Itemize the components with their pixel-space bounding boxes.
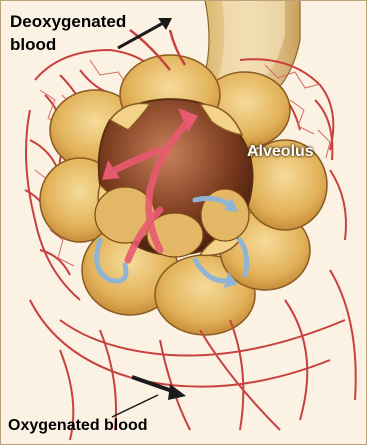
- deoxygenated-blood-label: Deoxygenated blood: [10, 10, 126, 56]
- alveolus-label: Alveolus: [247, 141, 314, 163]
- deoxygenated-label-line2: blood: [10, 33, 126, 56]
- deoxygenated-label-line1: Deoxygenated: [10, 10, 126, 33]
- oxygenated-blood-label: Oxygenated blood: [8, 415, 148, 437]
